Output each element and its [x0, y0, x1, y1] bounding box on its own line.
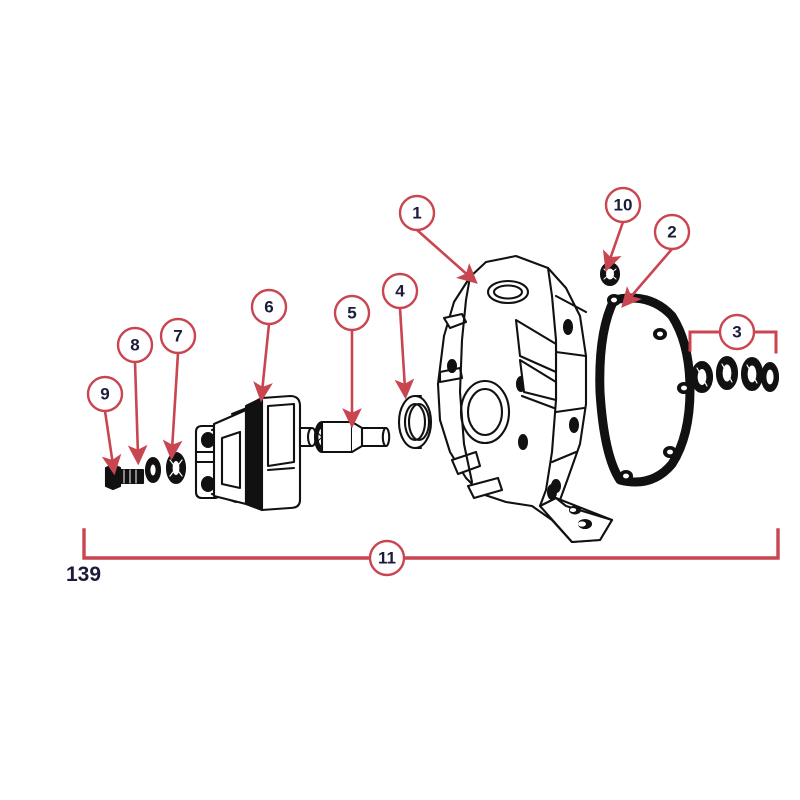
page-number: 139: [66, 563, 102, 586]
leader-line-4: [394, 307, 415, 400]
callout-layer: 1 2 3 4 5 6 7 8 9 10 11: [82, 186, 780, 577]
part-hydraulic-pump: [194, 394, 318, 512]
callout-2[interactable]: 2: [621, 213, 691, 308]
leader-line-9: [101, 410, 122, 476]
callout-circle-8[interactable]: [116, 326, 154, 364]
seal-ring-2: [715, 355, 739, 391]
callout-label-6: 6: [264, 298, 273, 317]
leader-line-1: [416, 229, 478, 284]
callout-label-4: 4: [395, 282, 405, 301]
leader-line-8: [127, 361, 148, 466]
seal-ring-3: [740, 356, 764, 392]
part-bushing: [599, 261, 621, 287]
callout-label-3: 3: [732, 323, 741, 342]
callout-9[interactable]: 9: [86, 375, 124, 476]
callout-label-9: 9: [100, 385, 109, 404]
seal-ring-4: [760, 361, 780, 393]
callout-8[interactable]: 8: [116, 326, 154, 466]
part-bell-housing: [436, 254, 614, 544]
callout-11[interactable]: 11: [368, 539, 406, 577]
callout-label-5: 5: [347, 304, 356, 323]
assembly-bracket: [82, 528, 780, 560]
callout-label-11: 11: [378, 549, 396, 568]
callout-circle-5[interactable]: [333, 294, 371, 332]
part-hex-bolt: [104, 463, 145, 491]
callout-circle-7[interactable]: [159, 317, 197, 355]
callout-1[interactable]: 1: [398, 194, 478, 284]
callout-label-1: 1: [412, 204, 421, 223]
callout-circle-6[interactable]: [250, 288, 288, 326]
part-flat-washer: [144, 456, 162, 484]
callout-3[interactable]: 3: [718, 313, 756, 351]
seal-ring-1: [690, 360, 714, 394]
part-shaft-seal: [397, 394, 433, 450]
callout-4[interactable]: 4: [381, 272, 419, 400]
part-lock-washer: [165, 451, 187, 485]
callout-circle-1[interactable]: [398, 194, 436, 232]
callout-label-7: 7: [173, 327, 182, 346]
callout-circle-4[interactable]: [381, 272, 419, 310]
callout-label-10: 10: [614, 196, 633, 215]
part-seal-ring-set: [690, 355, 780, 394]
callout-label-8: 8: [130, 336, 139, 355]
callout-circle-9[interactable]: [86, 375, 124, 413]
leader-line-6: [253, 323, 273, 403]
part-drive-shaft: [313, 420, 391, 454]
part-gasket: [595, 293, 695, 487]
callout-7[interactable]: 7: [159, 317, 197, 461]
artwork-group: [104, 254, 780, 544]
callout-circle-3[interactable]: [718, 313, 756, 351]
leader-line-2: [621, 248, 673, 308]
leader-line-10: [602, 221, 625, 272]
callout-5[interactable]: 5: [333, 294, 371, 429]
callout-circle-11[interactable]: [368, 539, 406, 577]
callout-circle-2[interactable]: [653, 213, 691, 251]
seal-set-bracket: [688, 330, 778, 354]
callout-label-2: 2: [667, 223, 676, 242]
callout-6[interactable]: 6: [250, 288, 288, 403]
leader-line-7: [162, 352, 183, 461]
callout-10[interactable]: 10: [602, 186, 642, 272]
callout-circle-10[interactable]: [604, 186, 642, 224]
